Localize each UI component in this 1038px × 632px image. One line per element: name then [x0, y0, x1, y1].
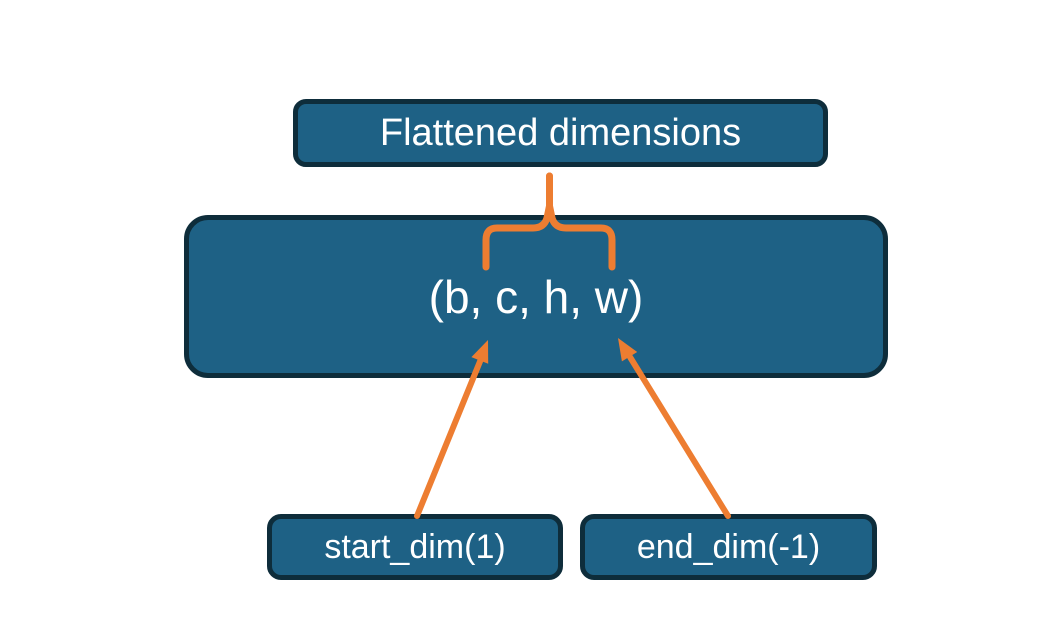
start-dim-arrow-line: [414, 356, 484, 519]
flattened-dimensions-box: Flattened dimensions: [293, 99, 828, 167]
end-dim-box: end_dim(-1): [580, 514, 877, 580]
tensor-shape-box: (b, c, h, w): [184, 215, 888, 378]
end-dim-arrow-line: [627, 354, 731, 519]
flattened-dimensions-label: Flattened dimensions: [379, 112, 742, 154]
end-dim-label: end_dim(-1): [636, 528, 821, 566]
start-dim-box: start_dim(1): [267, 514, 563, 580]
tensor-shape-label: (b, c, h, w): [428, 270, 644, 323]
start-dim-label: start_dim(1): [324, 528, 506, 566]
